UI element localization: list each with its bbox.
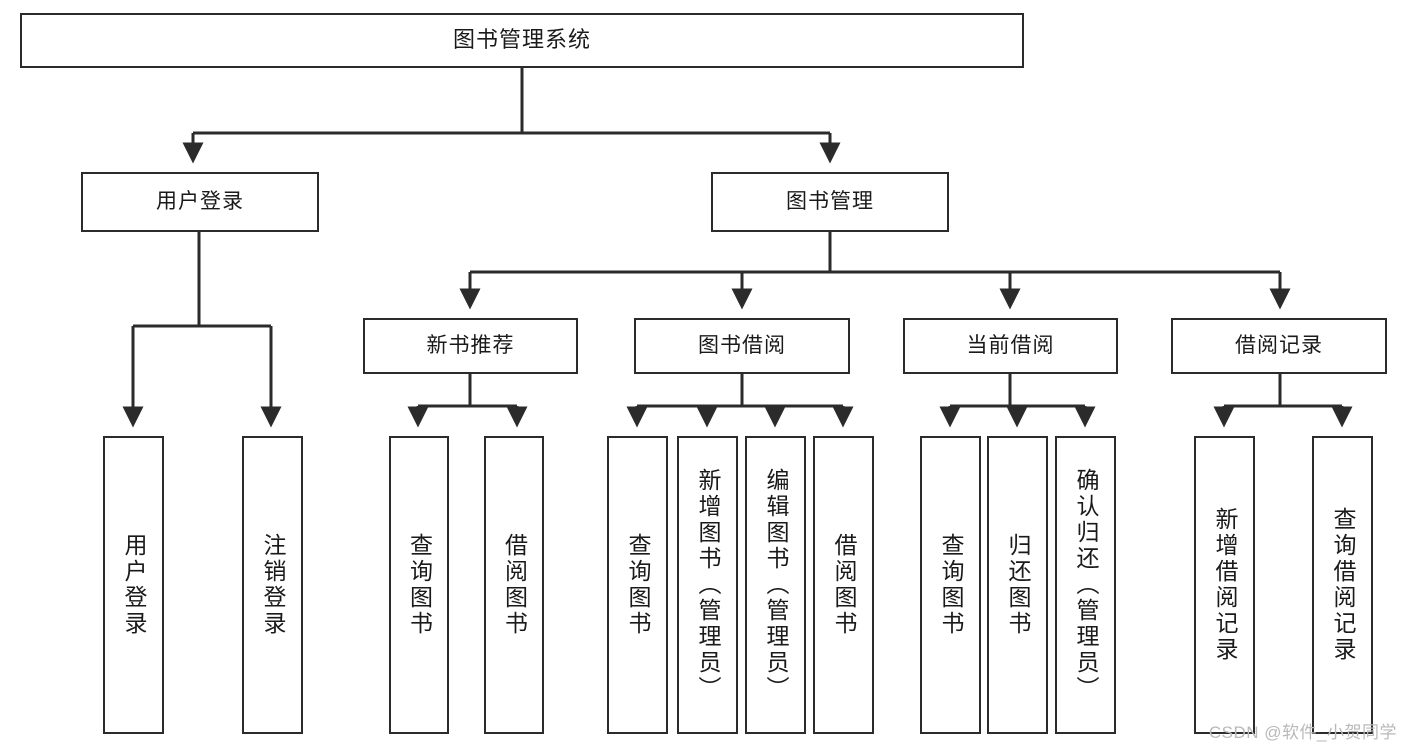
- node-current-borrow[interactable]: 当前借阅: [903, 318, 1118, 374]
- node-book-management[interactable]: 图书管理: [711, 172, 949, 232]
- node-label: 借阅记录: [1235, 334, 1323, 358]
- node-new-book-recommend[interactable]: 新书推荐: [363, 318, 578, 374]
- node-label: 借阅图书: [831, 533, 857, 637]
- leaf-query-book-recommend[interactable]: 查询图书: [389, 436, 449, 734]
- node-book-borrow[interactable]: 图书借阅: [634, 318, 850, 374]
- node-label: 归还图书: [1005, 533, 1031, 637]
- leaf-edit-book-admin[interactable]: 编辑图书（管理员）: [745, 436, 806, 734]
- node-label: 注销登录: [260, 533, 286, 637]
- node-label: 借阅图书: [501, 533, 528, 637]
- leaf-user-login[interactable]: 用户登录: [103, 436, 164, 734]
- leaf-query-book-current[interactable]: 查询图书: [920, 436, 981, 734]
- node-label: 查询图书: [625, 533, 651, 637]
- node-borrow-record[interactable]: 借阅记录: [1171, 318, 1387, 374]
- node-label: 新增借阅记录: [1212, 507, 1238, 663]
- node-root-system[interactable]: 图书管理系统: [20, 13, 1024, 68]
- node-label: 新增图书（管理员）: [695, 468, 721, 702]
- leaf-add-borrow-record[interactable]: 新增借阅记录: [1194, 436, 1255, 734]
- node-label: 查询图书: [406, 533, 433, 637]
- node-label: 图书管理: [786, 190, 874, 214]
- watermark: CSDN @软件_小贺同学: [1208, 723, 1397, 742]
- node-label: 查询图书: [938, 533, 964, 637]
- leaf-logout[interactable]: 注销登录: [242, 436, 303, 734]
- leaf-add-book-admin[interactable]: 新增图书（管理员）: [677, 436, 738, 734]
- node-label: 查询借阅记录: [1330, 507, 1356, 663]
- node-user-login[interactable]: 用户登录: [81, 172, 319, 232]
- node-label: 用户登录: [156, 190, 244, 214]
- leaf-query-borrow-record[interactable]: 查询借阅记录: [1312, 436, 1373, 734]
- leaf-borrow-book-recommend[interactable]: 借阅图书: [484, 436, 544, 734]
- leaf-query-book[interactable]: 查询图书: [607, 436, 668, 734]
- leaf-return-book[interactable]: 归还图书: [987, 436, 1048, 734]
- node-label: 用户登录: [121, 533, 147, 637]
- leaf-confirm-return-admin[interactable]: 确认归还（管理员）: [1055, 436, 1116, 734]
- leaf-borrow-book[interactable]: 借阅图书: [813, 436, 874, 734]
- node-label: 新书推荐: [426, 334, 515, 358]
- node-label: 确认归还（管理员）: [1073, 468, 1099, 702]
- node-label: 图书借阅: [698, 334, 786, 358]
- node-label: 当前借阅: [966, 334, 1055, 358]
- node-label: 编辑图书（管理员）: [763, 468, 789, 702]
- node-label: 图书管理系统: [452, 27, 591, 53]
